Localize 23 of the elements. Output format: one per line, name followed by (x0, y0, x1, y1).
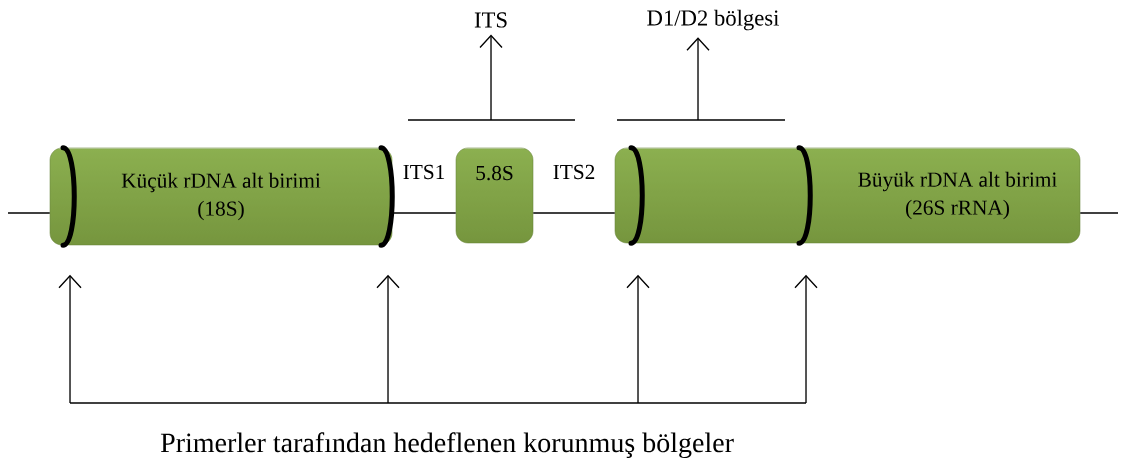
arc-mark (60, 145, 77, 248)
bracket-line (69, 402, 807, 404)
edge-label: ITS2 (553, 164, 595, 180)
dna-strand-line (532, 212, 616, 214)
dna-strand-line (391, 212, 457, 214)
arc-mark (378, 145, 395, 248)
arc-mark (628, 145, 645, 246)
edge-label: ITS1 (403, 164, 445, 180)
region-label: D1/D2 bölgesi (647, 9, 779, 31)
arrow (479, 34, 503, 121)
arrow (58, 274, 82, 404)
dna-strand-line (1079, 212, 1119, 214)
dna-strand-line (7, 212, 51, 214)
region-label: ITS (474, 12, 507, 28)
arrow (376, 274, 400, 404)
gene-segment-box: Büyük rDNA alt birimi (26S rRNA) (614, 147, 1081, 244)
arrow (626, 274, 650, 404)
gene-segment-box: 5.8S (455, 147, 534, 244)
gene-segment-box: Küçük rDNA alt birimi (18S) (49, 147, 393, 246)
caption-text: Primerler tarafından hedeflenen korunmuş bölgeler (160, 432, 734, 459)
arc-mark (796, 145, 813, 246)
arrow (794, 274, 818, 404)
arrow (686, 37, 710, 121)
